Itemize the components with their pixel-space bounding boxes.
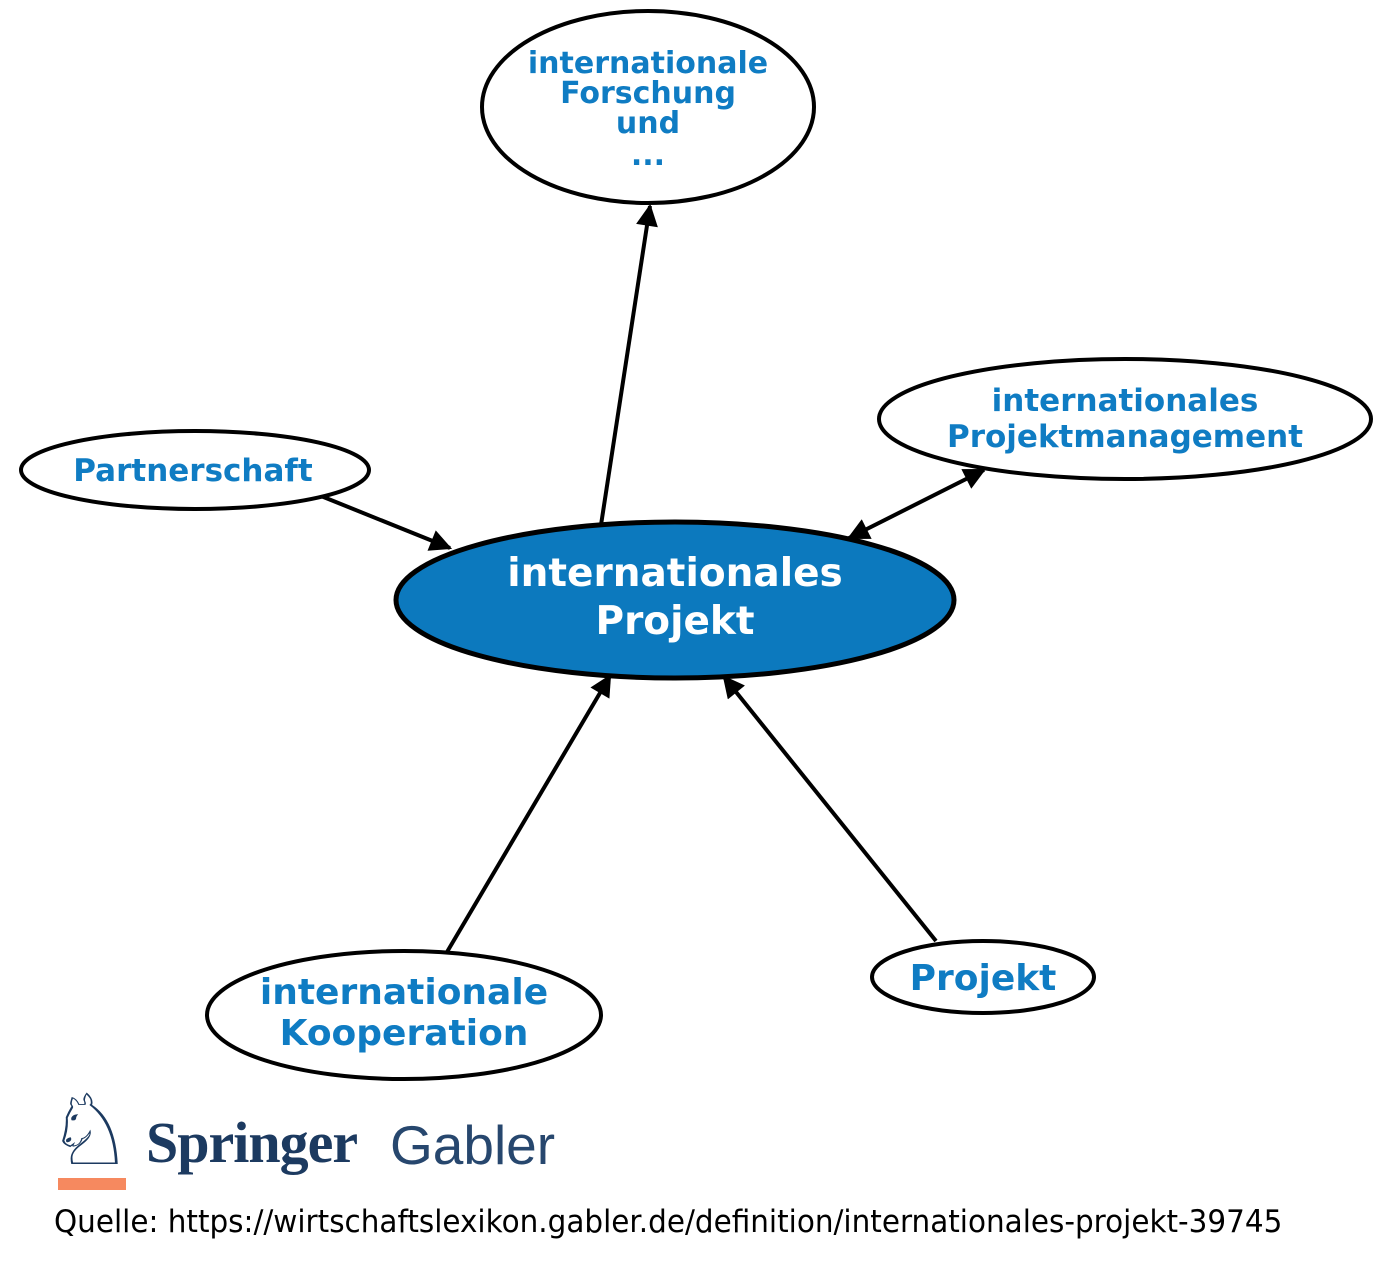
node-partnerschaft-label: Partnerschaft [73,453,313,489]
edge-kooperation-to-center [445,674,612,954]
node-projektmanagement-label-line1: internationales [992,383,1259,419]
edge-center-to-forschung [599,203,658,526]
node-forschung-label-line4: ... [631,138,665,173]
node-forschung-label-line3: und [616,106,680,141]
node-projektmanagement-ellipse[interactable] [877,357,1373,481]
node-internationales-projekt-center[interactable]: internationales Projekt [393,519,957,681]
edge-center-projektmanagement-double [847,468,986,540]
node-forschung-label-line1: internationale [528,46,768,81]
node-center-label-line2: Projekt [595,599,754,644]
node-projekt-label: Projekt [910,958,1057,999]
node-partnerschaft-ellipse[interactable] [19,429,371,511]
node-kooperation-label-line1: internationale [260,972,548,1013]
node-forschung-label-line2: Forschung [560,76,736,111]
logo-springer-text: Springer [146,1110,358,1175]
node-kooperation-ellipse[interactable] [205,949,603,1081]
logo-orange-bar [58,1178,126,1190]
node-internationale-forschung-ellipse[interactable] [480,9,816,205]
node-kooperation-label-line2: Kooperation [280,1013,529,1054]
edge-partnerschaft-to-center [315,492,453,551]
node-center-label-line1: internationales [507,551,842,596]
source-line: Quelle: https://wirtschaftslexikon.gable… [54,1204,1283,1240]
node-internationale-kooperation[interactable]: internationale Kooperation [205,949,603,1081]
node-partnerschaft[interactable]: Partnerschaft [19,429,371,511]
node-center-ellipse[interactable] [393,519,957,681]
node-internationales-projektmanagement[interactable]: internationales Projektmanagement [877,357,1373,481]
edge-projekt-to-center [722,675,938,943]
node-projekt-ellipse[interactable] [870,939,1096,1015]
node-projekt[interactable]: Projekt [870,939,1096,1015]
node-projektmanagement-label-line2: Projektmanagement [947,419,1303,455]
node-internationale-forschung[interactable]: internationale Forschung und ... [480,9,816,205]
logo-gabler-text: Gabler [390,1114,556,1176]
springer-horse-icon: ♘ [46,1074,134,1188]
